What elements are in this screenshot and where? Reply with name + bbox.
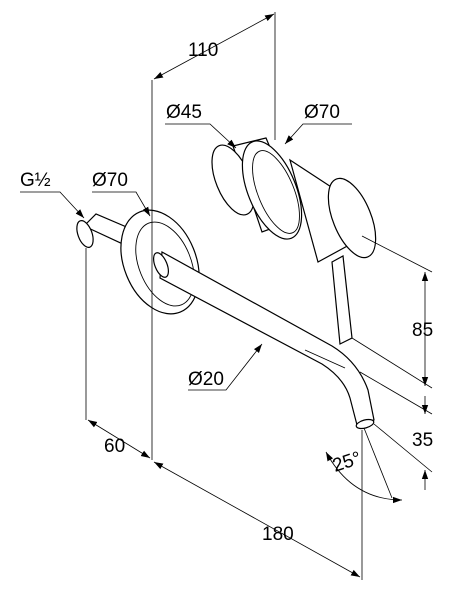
- dimension-labels: 110 Ø45 Ø70 G½ Ø70 Ø20 85 35 60 180 25°: [20, 40, 433, 545]
- leader-thread: [20, 191, 85, 219]
- leader-dia20: [188, 343, 263, 391]
- dimension-lines: [20, 13, 429, 578]
- label-85: 85: [412, 320, 433, 341]
- leader-dia70-body: [284, 123, 352, 145]
- dim-arc-angle: [325, 451, 403, 504]
- label-180: 180: [262, 524, 294, 545]
- label-35: 35: [412, 430, 433, 451]
- dim-line-60: [87, 419, 151, 459]
- spout: [76, 209, 375, 430]
- label-60: 60: [104, 436, 125, 457]
- dim-line-180: [153, 461, 361, 578]
- extension-lines: [85, 12, 433, 580]
- label-thread: G½: [20, 170, 51, 191]
- label-dia70-spout: Ø70: [92, 170, 128, 191]
- dim-line-110: [153, 13, 275, 80]
- label-dia70-body: Ø70: [304, 102, 340, 123]
- leader-dia45: [165, 123, 237, 149]
- label-angle: 25°: [330, 448, 364, 477]
- label-110: 110: [188, 40, 218, 61]
- mixer-body: [211, 137, 377, 345]
- label-dia45: Ø45: [166, 102, 202, 123]
- leader-dia70-spout: [92, 191, 151, 217]
- label-dia20: Ø20: [188, 369, 224, 390]
